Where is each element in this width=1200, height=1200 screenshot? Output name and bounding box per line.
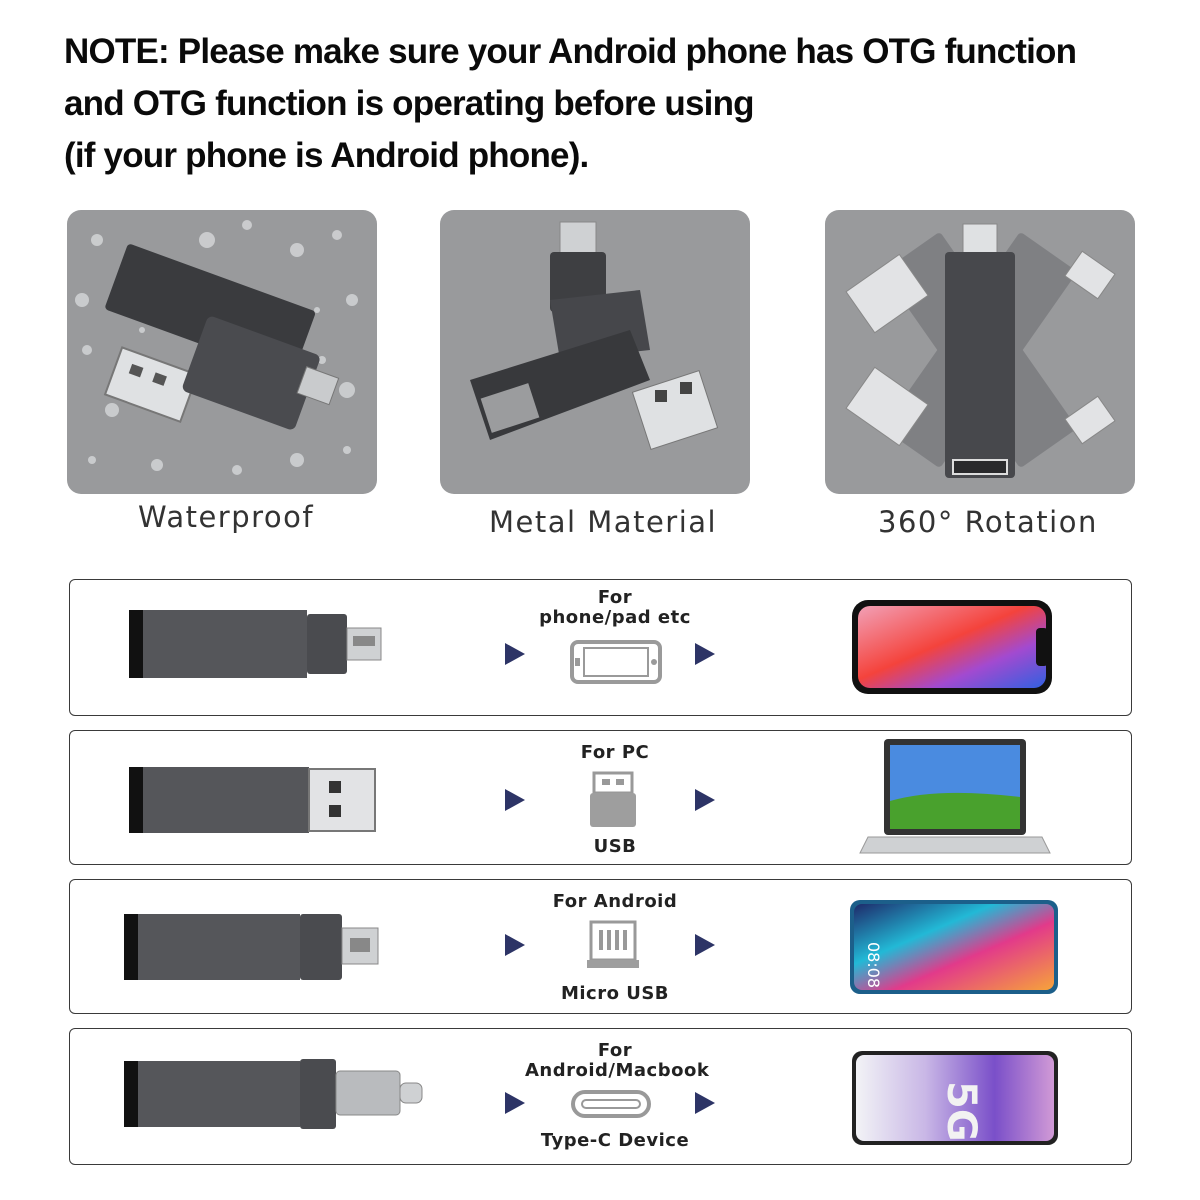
row2-bottom-label: USB (593, 836, 637, 857)
note-heading: NOTE: Please make sure your Android phon… (64, 26, 1174, 182)
arrow-right-icon (505, 1092, 525, 1114)
feature-label-metal: Metal Material (489, 505, 718, 539)
compat-row-phone-pad: For phone/pad etc (69, 579, 1132, 716)
compat-row-pc: For PC USB (69, 730, 1132, 865)
iphone-image (852, 600, 1052, 694)
arrow-right-icon (505, 934, 525, 956)
android-phone-image: 08:08 (850, 900, 1058, 994)
row3-top-label: For Android (552, 891, 678, 912)
note-line-3: (if your phone is Android phone). (64, 136, 589, 175)
drive-usb-image (129, 767, 376, 833)
rotation-image (825, 210, 1135, 494)
drive-lightning-image (129, 610, 382, 678)
arrow-right-icon (695, 934, 715, 956)
feature-label-waterproof: Waterproof (138, 500, 315, 534)
feature-label-rotation: 360° Rotation (878, 505, 1098, 539)
drive-micro-usb-image (124, 914, 379, 980)
note-line-2: and OTG function is operating before usi… (64, 84, 755, 123)
waterproof-image (67, 210, 377, 494)
arrow-right-icon (505, 789, 525, 811)
arrow-right-icon (695, 789, 715, 811)
row3-bottom-label: Micro USB (560, 983, 670, 1004)
5g-badge: 5G (938, 1081, 984, 1142)
arrow-right-icon (695, 1092, 715, 1114)
drive-type-c-image (124, 1059, 423, 1129)
iphone-lightning-icon (570, 640, 662, 684)
arrow-right-icon (505, 643, 525, 665)
row1-top-label: For phone/pad etc (539, 587, 691, 628)
row4-top-label: For Android/Macbook (525, 1040, 710, 1081)
note-line-1: NOTE: Please make sure your Android phon… (64, 32, 1077, 71)
arrow-right-icon (695, 643, 715, 665)
laptop-image (859, 739, 1051, 854)
metal-material-image (440, 210, 750, 494)
type-c-port-icon (571, 1090, 651, 1118)
compat-row-type-c: For Android/Macbook Type-C Device 5G (69, 1028, 1132, 1165)
micro-usb-port-icon (587, 920, 639, 968)
compat-row-android: For Android Micro USB 08:08 (69, 879, 1132, 1014)
5g-phone-image: 5G (852, 1051, 1058, 1145)
row4-bottom-label: Type-C Device (540, 1130, 690, 1151)
row2-top-label: For PC (580, 742, 650, 763)
phone-clock: 08:08 (864, 942, 883, 988)
usb-a-port-icon (590, 771, 636, 827)
